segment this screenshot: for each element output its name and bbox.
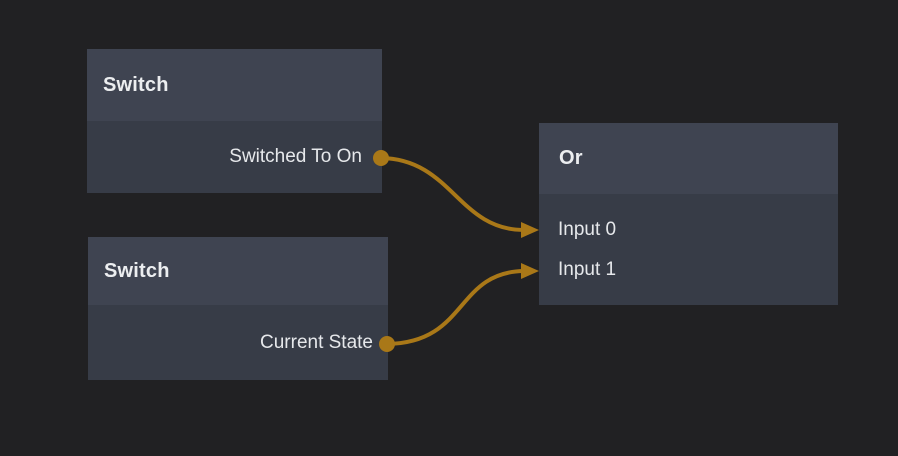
- node-switch-1[interactable]: Switch Switched To On: [87, 49, 382, 193]
- wire-arrowhead-input-0[interactable]: [521, 222, 539, 238]
- input-label-1: Input 1: [558, 259, 617, 280]
- node-or-body: Input 0 Input 1: [539, 194, 838, 305]
- wire-current-state-to-input-1[interactable]: [386, 269, 525, 346]
- output-port-switched-to-on[interactable]: [373, 150, 389, 166]
- node-title: Or: [559, 147, 583, 169]
- input-row-0[interactable]: Input 0: [558, 210, 838, 250]
- node-or[interactable]: Or Input 0 Input 1: [539, 123, 838, 305]
- input-row-1[interactable]: Input 1: [558, 250, 838, 290]
- wire-switched-to-on-to-input-0[interactable]: [380, 156, 525, 232]
- node-switch-1-body: Switched To On: [87, 121, 382, 193]
- node-switch-1-header[interactable]: Switch: [87, 49, 382, 121]
- output-label-switched-to-on: Switched To On: [229, 146, 362, 167]
- node-switch-2-body: Current State: [88, 305, 388, 380]
- node-switch-2-header[interactable]: Switch: [88, 237, 388, 305]
- node-switch-2[interactable]: Switch Current State: [88, 237, 388, 380]
- input-label-0: Input 0: [558, 219, 617, 240]
- node-or-header[interactable]: Or: [539, 123, 838, 194]
- node-title: Switch: [104, 259, 170, 282]
- node-title: Switch: [103, 73, 169, 96]
- output-port-current-state[interactable]: [379, 336, 395, 352]
- wire-arrowhead-input-1[interactable]: [521, 263, 539, 279]
- output-label-current-state: Current State: [260, 331, 373, 353]
